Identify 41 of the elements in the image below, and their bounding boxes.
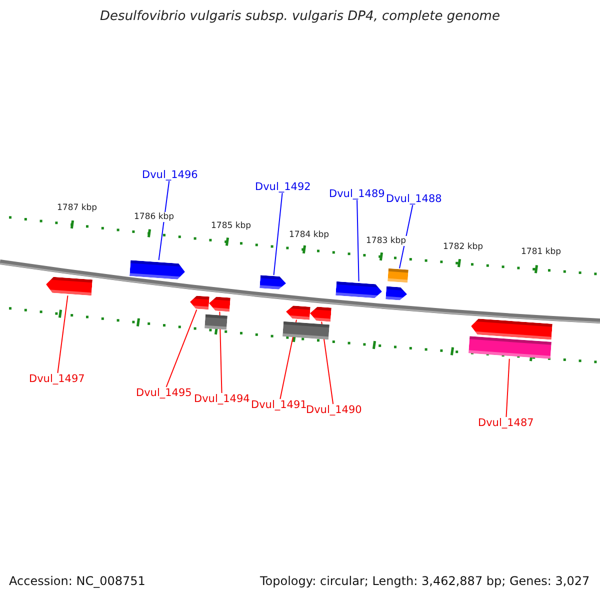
gene-block: [468, 336, 552, 359]
accession-text: Accession: NC_008751: [9, 574, 146, 588]
title: Desulfovibrio vulgaris subsp. vulgaris DP4, complete genome: [99, 9, 501, 24]
leader-line: [158, 180, 170, 261]
genome-info-text: Topology: circular; Length: 3,462,887 bp; Genes: 3,027: [260, 574, 590, 588]
gene-feature-block: [470, 318, 552, 340]
gene-label: Dvul_1495: [136, 387, 192, 399]
gene-feature-block: [130, 260, 186, 280]
gene-feature-block: [190, 295, 210, 310]
gene-feature-block: [310, 306, 332, 322]
gene-feature-block: [208, 296, 230, 312]
gene-feature-block: [336, 281, 382, 299]
leader-line: [166, 309, 198, 388]
leader-line: [506, 358, 510, 418]
gene-feature-block: [46, 276, 92, 296]
scale-label: 1783 kbp: [365, 236, 408, 246]
leader-line: [219, 311, 222, 394]
gene-label: Dvul_1496: [142, 169, 198, 181]
gene-feature-block: [260, 275, 286, 290]
gene-label: Dvul_1490: [306, 404, 362, 416]
scale-label: 1784 kbp: [288, 230, 330, 240]
gene-label: Dvul_1494: [194, 393, 250, 405]
gene-block: [204, 314, 228, 330]
gene-block: [282, 321, 330, 340]
scale-label: 1781 kbp: [520, 247, 562, 257]
scale-label: 1786 kbp: [133, 212, 176, 222]
gene-label: Dvul_1489: [329, 188, 385, 200]
gene-feature-block: [386, 286, 408, 301]
gene-label: Dvul_1488: [386, 193, 442, 205]
gene-label: Dvul_1497: [29, 373, 85, 385]
gene-block: [388, 268, 408, 283]
scale-label: 1787 kbp: [56, 203, 98, 213]
leader-line: [57, 295, 68, 374]
gene-label: Dvul_1492: [255, 181, 311, 193]
scale-label: 1785 kbp: [210, 221, 252, 231]
leader-line: [356, 200, 360, 282]
gene-label: Dvul_1487: [478, 417, 534, 429]
scale-label: 1782 kbp: [442, 242, 484, 252]
gene-feature-block: [286, 305, 310, 320]
gene-label: Dvul_1491: [251, 399, 307, 411]
leader-line: [273, 192, 283, 276]
